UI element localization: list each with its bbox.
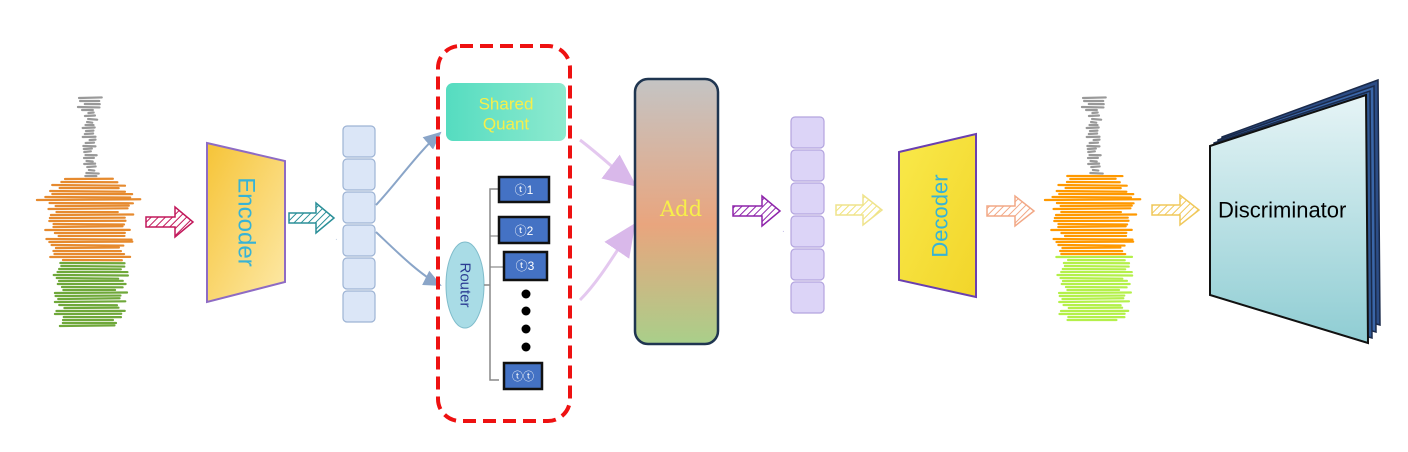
expert-label-n: ⓣⓣ <box>512 370 534 383</box>
input-wave-stroke-35 <box>37 199 140 200</box>
shared-quant-label-line2: Quant <box>483 115 530 134</box>
output-latent-cell-2 <box>791 150 824 181</box>
encoder-label: Encoder <box>233 177 260 266</box>
discriminator-label: Discriminator <box>1218 198 1346 223</box>
output-latent-cell-5 <box>791 249 824 280</box>
input-wave-stroke-6 <box>88 112 93 113</box>
input-wave-stroke-1 <box>79 97 102 98</box>
ellipsis-dot-1 <box>522 290 531 299</box>
encoder-latent-cell-1 <box>343 126 375 157</box>
output-latent-cell-1 <box>791 117 824 148</box>
arrow-add-to-latent <box>733 196 780 226</box>
output-wave-stroke-44 <box>1058 226 1125 227</box>
ellipsis-dot-2 <box>522 307 531 316</box>
output-latent-stack <box>791 117 824 313</box>
input-wave-stroke-48 <box>46 239 131 240</box>
output-wave-stroke-35 <box>1045 199 1140 200</box>
shared-quant-label-line1: Shared <box>479 95 534 114</box>
encoder-latent-cell-6 <box>343 291 375 322</box>
input-wave-stroke-13 <box>85 133 93 134</box>
expert-bracket <box>490 189 499 380</box>
output-wave-stroke-61 <box>1061 278 1123 279</box>
output-wave-stroke-8 <box>1092 119 1101 120</box>
input-wave-stroke-57 <box>61 266 124 267</box>
output-wave-stroke-69 <box>1059 301 1129 302</box>
encoder-latent-stack <box>343 126 375 322</box>
input-wave-stroke-40 <box>51 214 133 215</box>
decoder-label: Decoder <box>928 174 953 257</box>
output-wave-stroke-13 <box>1089 133 1097 134</box>
output-latent-cell-3 <box>791 183 824 214</box>
arrow-experts-to-add <box>580 228 632 300</box>
input-wave-stroke-8 <box>88 119 97 120</box>
arrow-to-router <box>376 232 440 285</box>
router-label: Router <box>457 262 474 307</box>
output-wave-stroke-66 <box>1059 292 1131 293</box>
arrow-quant-to-add <box>580 140 632 183</box>
output-waveform <box>1045 97 1140 320</box>
arrow-to-shared-quant <box>376 133 440 205</box>
input-wave-stroke-25 <box>89 170 94 171</box>
input-wave-stroke-77 <box>60 325 115 326</box>
input-wave-stroke-26 <box>86 173 98 174</box>
output-wave-stroke-68 <box>1062 298 1123 299</box>
output-latent-cell-4 <box>791 216 824 247</box>
input-waveform <box>37 97 140 326</box>
input-wave-stroke-66 <box>55 292 127 293</box>
input-wave-stroke-32 <box>50 191 125 192</box>
output-wave-stroke-6 <box>1092 112 1097 113</box>
encoder-latent-cell-4 <box>343 225 375 256</box>
arrow-encoder-to-latent <box>289 203 334 233</box>
output-wave-stroke-40 <box>1056 214 1136 215</box>
input-wave-stroke-61 <box>57 278 118 279</box>
arrow-input-to-encoder <box>146 207 193 237</box>
input-wave-stroke-24 <box>87 166 95 167</box>
encoder-latent-cell-5 <box>343 258 375 289</box>
output-wave-stroke-25 <box>1093 170 1098 171</box>
output-wave-stroke-22 <box>1091 161 1097 162</box>
output-wave-stroke-24 <box>1091 166 1099 167</box>
output-wave-stroke-38 <box>1054 208 1131 209</box>
arrow-decoder-to-output <box>987 196 1034 226</box>
output-wave-stroke-9 <box>1091 122 1096 123</box>
output-wave-stroke-50 <box>1058 245 1124 246</box>
input-wave-stroke-69 <box>55 301 125 302</box>
input-wave-stroke-44 <box>53 226 122 227</box>
output-wave-stroke-32 <box>1057 191 1127 192</box>
output-wave-stroke-57 <box>1065 266 1129 267</box>
input-wave-stroke-19 <box>84 151 91 152</box>
input-wave-stroke-22 <box>87 161 93 162</box>
arrow-output-to-discriminator <box>1152 195 1199 225</box>
expert-label-1: ⓣ1 <box>515 183 534 197</box>
encoder-latent-cell-3 <box>343 192 375 223</box>
output-wave-stroke-19 <box>1088 151 1095 152</box>
encoder-latent-cell-2 <box>343 159 375 190</box>
input-wave-stroke-9 <box>87 122 92 123</box>
input-wave-stroke-38 <box>48 208 127 209</box>
output-wave-stroke-30 <box>1058 185 1126 186</box>
output-wave-stroke-26 <box>1090 173 1102 174</box>
expert-label-2: ⓣ2 <box>515 224 534 238</box>
output-wave-stroke-1 <box>1083 97 1106 98</box>
arrow-latent-to-decoder <box>836 195 882 225</box>
input-wave-stroke-68 <box>58 298 119 299</box>
latent-dots-2: . <box>782 224 785 235</box>
input-wave-stroke-50 <box>52 245 124 246</box>
output-latent-cell-6 <box>791 282 824 313</box>
add-label: Add <box>659 197 702 221</box>
ellipsis-dot-3 <box>522 325 531 334</box>
expert-label-3: ⓣ3 <box>516 259 535 273</box>
output-wave-stroke-48 <box>1054 239 1133 240</box>
latent-dots: . <box>335 232 338 243</box>
input-wave-stroke-30 <box>52 185 125 186</box>
ellipsis-dot-4 <box>522 343 531 352</box>
